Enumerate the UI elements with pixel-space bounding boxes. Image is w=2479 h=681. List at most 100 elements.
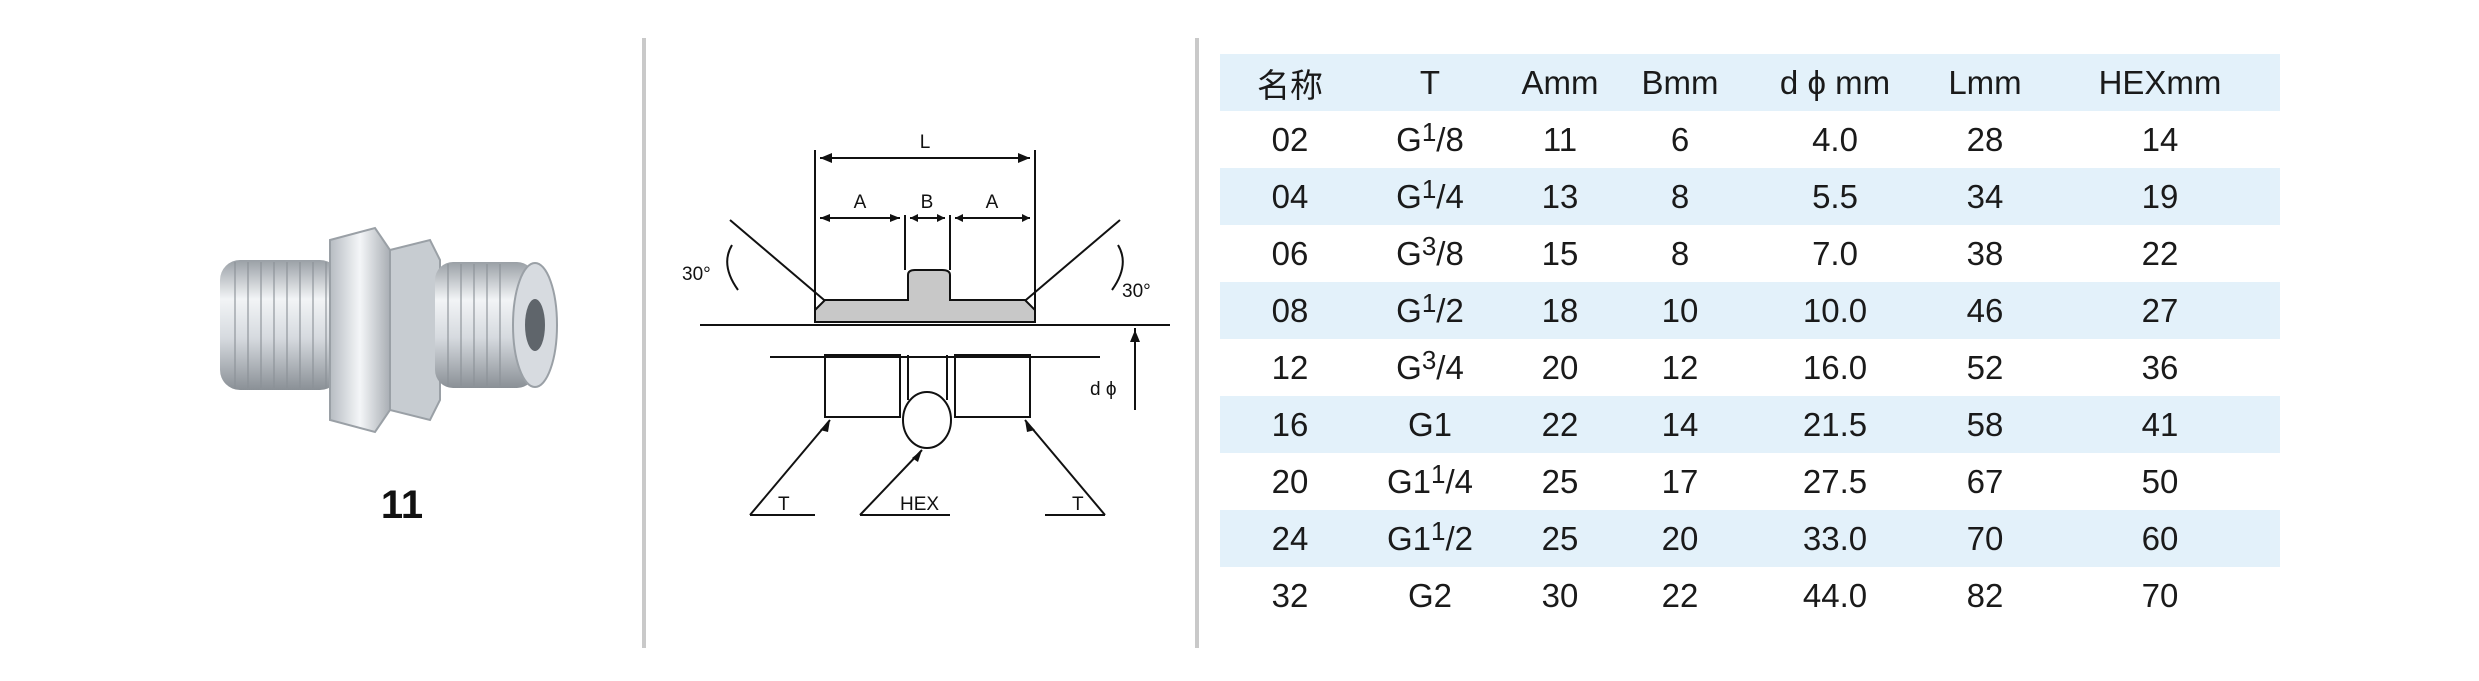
thread-fraction-denominator: /2 [1445, 519, 1474, 557]
table-row: 12 G3/4 20 12 16.0 52 36 [1220, 339, 2280, 396]
cell-a: 11 [1542, 120, 1578, 158]
thread-main: G1 [1407, 405, 1453, 443]
thread-fraction-denominator: /4 [1436, 177, 1464, 215]
header-b: Bmm [1620, 54, 1740, 111]
divider-right [1195, 38, 1199, 648]
thread-fraction-numerator: 1 [1421, 116, 1437, 147]
cell-name: 24 [1220, 510, 1360, 567]
cell-b: 8 [1620, 168, 1740, 225]
cell-name: 20 [1271, 462, 1309, 500]
cell-l: 38 [1966, 234, 2004, 272]
header-a: Amm [1500, 54, 1620, 111]
cell-a: 13 [1500, 168, 1620, 225]
thread-fraction-denominator: /8 [1436, 120, 1464, 158]
cell-d: 4.0 [1812, 120, 1858, 158]
table-row: 02 G1/8 11 6 4.0 28 14 [1220, 111, 2280, 168]
cell-b: 8 [1670, 234, 1690, 272]
thread-main: G [1396, 234, 1422, 272]
cell-name: 12 [1271, 348, 1309, 386]
cell-name: 08 [1220, 282, 1360, 339]
cell-hex: 27 [2040, 282, 2280, 339]
header-d: d ϕ mm [1740, 54, 1930, 111]
label-B: B [921, 192, 934, 213]
cell-hex: 19 [2040, 168, 2280, 225]
cell-b: 22 [1661, 576, 1699, 614]
cell-hex: 41 [2040, 396, 2280, 453]
cell-name: 32 [1271, 576, 1309, 614]
cell-hex: 14 [2141, 120, 2179, 158]
cell-a: 30 [1541, 576, 1579, 614]
thread-main: G1 [1386, 519, 1432, 557]
divider-left [642, 38, 646, 648]
cell-d: 5.5 [1740, 168, 1930, 225]
thread-fraction-numerator: 3 [1421, 230, 1437, 261]
header-hex: HEXmm [2040, 54, 2280, 111]
technical-drawing: L A B A 30° 30° d ϕ T HEX T [682, 132, 1170, 516]
cell-name: 04 [1220, 168, 1360, 225]
thread-main: G [1396, 348, 1422, 386]
thread-fraction-numerator: 1 [1431, 458, 1446, 489]
thread-main: G1 [1386, 462, 1432, 500]
cell-hex: 70 [2141, 576, 2179, 614]
cell-a: 25 [1500, 510, 1620, 567]
cell-t: G2 [1360, 567, 1500, 624]
cell-d: 21.5 [1740, 396, 1930, 453]
cell-b: 10 [1620, 282, 1740, 339]
cell-a: 25 [1541, 462, 1579, 500]
thread-main: G [1396, 177, 1422, 215]
fitting-photo [220, 226, 558, 434]
label-A-left: A [854, 192, 867, 213]
label-A-right: A [986, 192, 999, 213]
cell-b: 6 [1670, 120, 1690, 158]
cell-d: 16.0 [1802, 348, 1868, 386]
cell-d: 27.5 [1802, 462, 1868, 500]
cell-d: 44.0 [1802, 576, 1868, 614]
label-angle-right: 30° [1122, 281, 1151, 302]
thread-main: G2 [1407, 576, 1453, 614]
cell-b: 20 [1620, 510, 1740, 567]
product-photo-panel: 11 [0, 0, 640, 681]
thread-main: G [1396, 120, 1422, 158]
cell-d: 7.0 [1812, 234, 1858, 272]
cell-d: 10.0 [1740, 282, 1930, 339]
thread-fraction-denominator: /4 [1445, 462, 1474, 500]
cell-name: 02 [1271, 120, 1309, 158]
cell-t: G1 [1360, 396, 1500, 453]
cell-hex: 36 [2141, 348, 2179, 386]
cell-name: 06 [1271, 234, 1309, 272]
cell-t: G11/4 [1360, 453, 1500, 510]
cell-l: 34 [1930, 168, 2040, 225]
cell-b: 14 [1620, 396, 1740, 453]
cell-b: 17 [1661, 462, 1699, 500]
cell-t: G11/2 [1360, 510, 1500, 567]
header-t: T [1360, 54, 1500, 111]
cell-l: 67 [1966, 462, 2004, 500]
table-row: 32 G2 30 22 44.0 82 70 [1220, 567, 2280, 624]
cell-a: 20 [1541, 348, 1579, 386]
label-angle-left: 30° [682, 264, 711, 285]
part-number: 11 [380, 483, 424, 527]
cell-name: 16 [1220, 396, 1360, 453]
label-L: L [920, 132, 931, 153]
cell-l: 52 [1966, 348, 2004, 386]
label-d-phi: d ϕ [1090, 379, 1117, 400]
cell-hex: 22 [2141, 234, 2179, 272]
label-HEX: HEX [900, 494, 939, 515]
cell-d: 33.0 [1740, 510, 1930, 567]
cell-l: 28 [1966, 120, 2004, 158]
cell-l: 82 [1966, 576, 2004, 614]
thread-fraction-numerator: 1 [1421, 173, 1437, 204]
thread-fraction-denominator: /4 [1436, 348, 1464, 386]
header-l: Lmm [1930, 54, 2040, 111]
thread-main: G [1396, 291, 1422, 329]
table-header-row: 名称 T Amm Bmm d ϕ mm Lmm HEXmm [1220, 54, 2280, 111]
cell-t: G3/4 [1360, 339, 1500, 396]
cell-b: 12 [1661, 348, 1699, 386]
